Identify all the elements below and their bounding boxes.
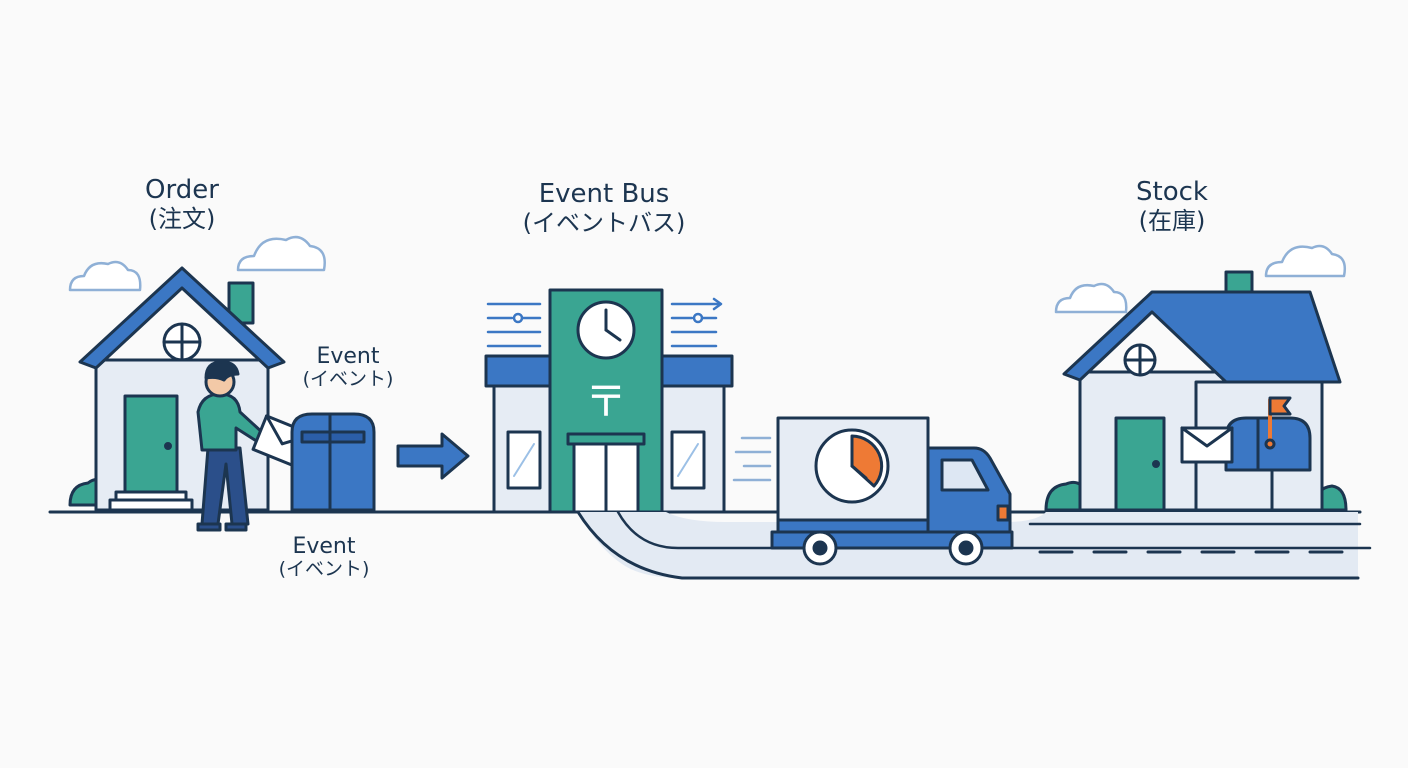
event-bus-label: Event Bus (イベントバス) xyxy=(522,179,686,237)
arrow-icon xyxy=(396,432,470,480)
event-subtitle: (イベント) xyxy=(278,558,370,581)
event-subtitle: (イベント) xyxy=(302,368,394,391)
event-title: Event xyxy=(316,344,380,369)
post-office: 〒 xyxy=(484,288,734,514)
order-title: Order xyxy=(145,175,219,205)
event-label-bottom: Event (イベント) xyxy=(279,534,370,581)
order-house xyxy=(68,266,286,512)
event-bus-subtitle: (イベントバス) xyxy=(522,208,686,237)
cloud-icon xyxy=(1054,282,1128,314)
order-subtitle: (注文) xyxy=(148,204,216,233)
post-office-mark: 〒 xyxy=(585,377,627,426)
order-label: Order (注文) xyxy=(145,175,219,233)
delivery-truck-icon xyxy=(732,416,1014,566)
cloud-icon xyxy=(1264,244,1346,278)
signal-lines xyxy=(486,297,723,348)
stock-subtitle: (在庫) xyxy=(1138,206,1206,235)
event-bus-title: Event Bus xyxy=(538,179,670,209)
stock-label: Stock (在庫) xyxy=(1136,177,1208,235)
door xyxy=(1114,416,1166,512)
event-title: Event xyxy=(292,534,356,559)
mailbox-icon xyxy=(290,412,376,512)
event-label-top: Event (イベント) xyxy=(303,344,394,391)
speed-lines xyxy=(732,436,772,482)
stock-title: Stock xyxy=(1136,177,1208,207)
cloud-icon xyxy=(68,260,142,292)
cloud-icon xyxy=(236,235,326,272)
mailbox-icon xyxy=(1180,396,1312,512)
